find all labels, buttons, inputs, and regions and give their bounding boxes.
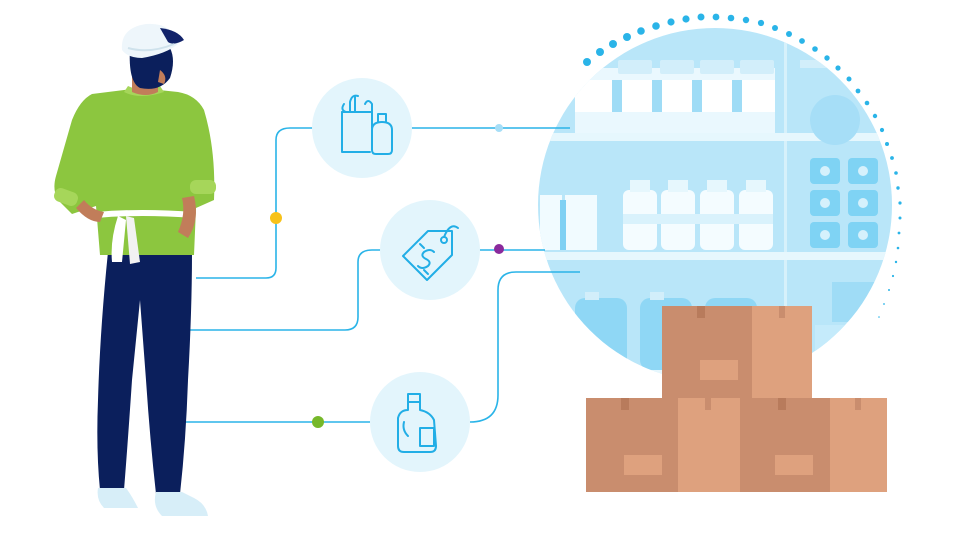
dotted-arc xyxy=(583,13,902,318)
cardboard-boxes xyxy=(586,306,887,492)
milk-jug-icon xyxy=(370,372,470,472)
grocery-bag-and-bottle-icon xyxy=(312,78,412,178)
price-tag-dollar-icon xyxy=(380,200,480,300)
connector-lines xyxy=(180,127,580,423)
light-node-dot xyxy=(495,124,503,132)
yellow-node-dot xyxy=(270,212,282,224)
purple-node-dot xyxy=(494,244,504,254)
store-worker-figure xyxy=(54,23,216,516)
green-node-dot xyxy=(312,416,324,428)
middle-shelf-jugs xyxy=(540,180,773,250)
top-shelf-bottles xyxy=(575,60,860,145)
yogurt-cups xyxy=(810,158,878,248)
